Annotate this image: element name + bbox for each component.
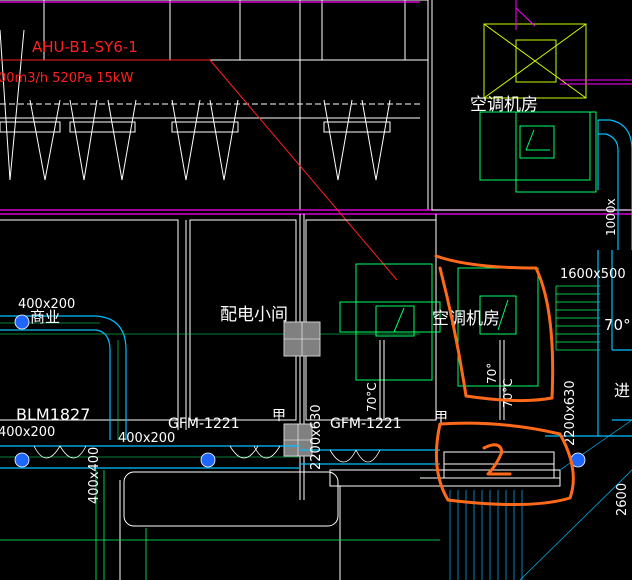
annotation-number xyxy=(482,443,512,476)
shaft-box-lower xyxy=(283,423,313,457)
lower-green-lines xyxy=(0,470,440,580)
ac-room-top-equipment xyxy=(479,111,597,193)
ahu-tag-leader xyxy=(0,59,398,281)
ac-room-mid-label: 空调机房 xyxy=(432,309,500,329)
temp-label-2: 70°C xyxy=(501,378,515,408)
duct-size-right-vertical: 2200x630 xyxy=(563,380,578,446)
diffuser-icon xyxy=(14,314,30,330)
temp-label-3: 70° xyxy=(485,363,499,384)
duct-size-left-mid: 400x200 xyxy=(0,425,55,440)
ahu-section-dividers xyxy=(43,0,406,210)
left-door-swings xyxy=(33,445,381,463)
ac-room-top-magenta xyxy=(515,0,632,85)
annotation-circle-upper xyxy=(434,254,555,403)
duct-size-center-vertical: 2200x630 xyxy=(309,404,324,470)
lower-plenum-box xyxy=(119,469,561,580)
duct-size-right-top: 1600x500 xyxy=(560,267,626,282)
lower-right-hatch xyxy=(449,419,632,580)
temp-label-1: 70°C xyxy=(365,382,379,412)
ac-room-mid-vertical-ducts xyxy=(379,340,505,420)
diffuser-icon xyxy=(14,452,30,468)
annotation-circle-lower xyxy=(434,421,575,507)
ahu-unit-outline xyxy=(0,0,429,211)
middle-room-walls xyxy=(0,214,437,500)
blm-label: BLM1827 xyxy=(16,405,90,424)
air-diffuser-dots xyxy=(14,314,586,468)
diffuser-icon xyxy=(200,452,216,468)
damper-tag-left: GFM-1221 xyxy=(168,416,240,432)
duct-size-left-top: 400x200 xyxy=(18,297,75,312)
dimension-2600: 2600 xyxy=(615,483,630,516)
electrical-room-label: 配电小间 xyxy=(220,305,288,325)
damper-tag-right: GFM-1221 xyxy=(330,416,402,432)
ac-room-mid-equipment xyxy=(339,263,539,387)
left-supply-duct xyxy=(0,315,440,469)
duct-size-right-vertical-top: 1000x xyxy=(604,198,618,236)
commercial-label: 商业 xyxy=(30,308,60,326)
right-stair-lines xyxy=(555,285,600,351)
temp-label-4: 70° xyxy=(604,316,631,334)
fire-class-b: 甲 xyxy=(434,410,448,426)
fire-class-a: 甲 xyxy=(272,408,286,424)
ac-room-top-outline xyxy=(431,0,632,211)
annotation-markup xyxy=(434,254,575,507)
ahu-filter-panels xyxy=(0,29,391,181)
lower-ac-equipment xyxy=(420,451,560,479)
ac-room-top-fan xyxy=(483,23,587,99)
shaft-box-upper xyxy=(283,321,321,357)
ahu-equipment-spec: 00m3/h 520Pa 15kW xyxy=(0,71,133,86)
duct-size-left-vertical: 400x400 xyxy=(87,447,102,504)
ahu-equipment-tag: AHU-B1-SY6-1 xyxy=(32,38,138,56)
right-partial-label: 进 xyxy=(614,381,630,400)
ac-room-top-label: 空调机房 xyxy=(470,95,538,115)
duct-size-mid-horizontal: 400x200 xyxy=(118,431,175,446)
